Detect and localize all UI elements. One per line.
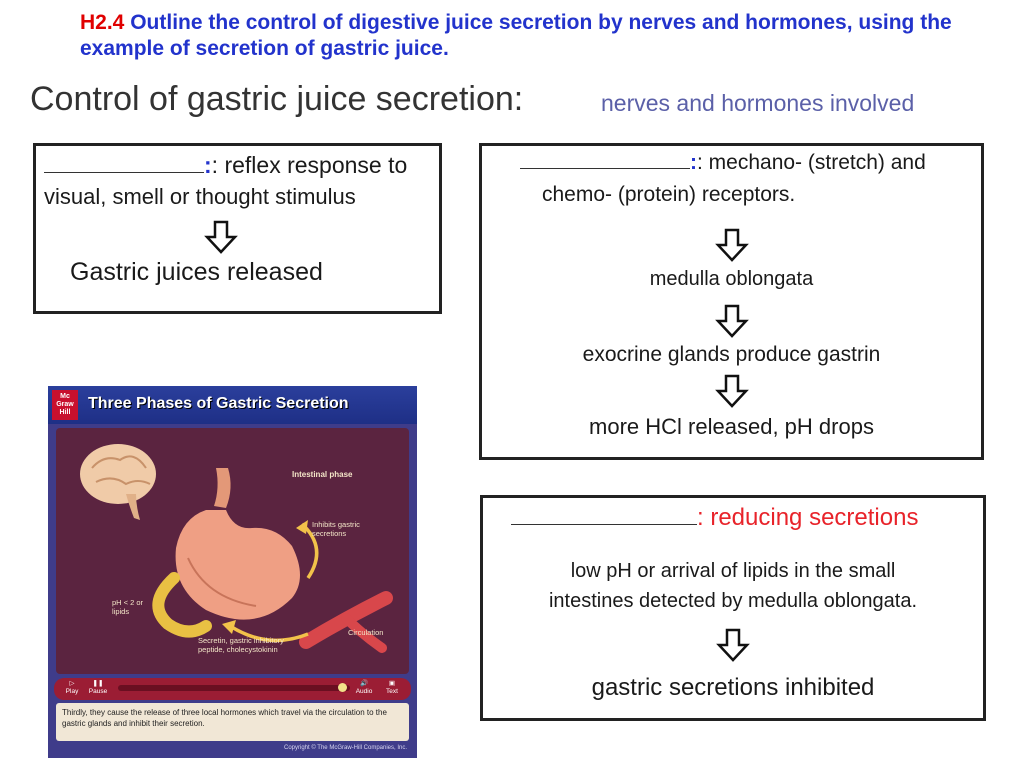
down-arrow-icon: [714, 228, 749, 262]
label-inhibits: Inhibits gastric secretions: [312, 520, 360, 538]
fill-in-blank: [511, 506, 697, 525]
box2-line1-text: : mechano- (stretch) and: [697, 151, 926, 174]
down-arrow-icon: [714, 374, 749, 408]
animation-title: Three Phases of Gastric Secretion: [88, 395, 349, 412]
phase-label: Intestinal phase: [292, 470, 353, 479]
gastric-secretion-animation: Mc Graw Hill Three Phases of Gastric Sec…: [48, 386, 417, 758]
objective-text: Outline the control of digestive juice s…: [80, 11, 952, 60]
box2-step3: more HCl released, pH drops: [589, 414, 874, 439]
down-arrow-icon: [204, 220, 238, 254]
progress-track[interactable]: [118, 685, 350, 691]
box2-line2: chemo- (protein) receptors.: [542, 183, 796, 206]
slide-title: Control of gastric juice secretion:: [30, 80, 524, 118]
box2-step2: exocrine glands produce gastrin: [582, 343, 881, 366]
box1-line1: :: reflex response to: [44, 152, 407, 179]
box3-line1: : reducing secretions: [511, 504, 918, 532]
objective-header: H2.4 Outline the control of digestive ju…: [80, 10, 980, 62]
copyright-notice: Copyright © The McGraw-Hill Companies, I…: [283, 745, 407, 751]
fill-in-blank: [44, 154, 204, 173]
brain-icon: [80, 444, 156, 520]
gastric-phase-box: :: mechano- (stretch) and chemo- (protei…: [479, 143, 984, 460]
box2-line1: :: mechano- (stretch) and: [520, 150, 926, 175]
animation-controls: ▷Play ❚❚Pause 🔊Audio ▣Text: [54, 678, 411, 700]
text-button[interactable]: ▣Text: [386, 680, 398, 695]
label-circulation: Circulation: [348, 628, 384, 637]
label-hormones: Secretin, gastric inhibitory peptide, ch…: [198, 636, 284, 654]
down-arrow-icon: [714, 304, 749, 338]
duodenum-icon: [152, 572, 212, 638]
label-ph: pH < 2 or lipids: [112, 598, 144, 616]
animation-scene: Intestinal phase Inhibits gastric secret…: [56, 428, 409, 674]
stomach-icon: [175, 468, 300, 620]
box2-step1: medulla oblongata: [649, 268, 814, 290]
box3-line3: intestines detected by medulla oblongata…: [548, 590, 918, 612]
play-button[interactable]: ▷Play: [65, 680, 79, 695]
box1-line2: visual, smell or thought stimulus: [44, 184, 356, 209]
cephalic-phase-box: :: reflex response to visual, smell or t…: [33, 143, 442, 314]
intestinal-phase-box: : reducing secretions low pH or arrival …: [480, 495, 986, 721]
box3-result: gastric secretions inhibited: [591, 674, 875, 701]
blood-vessel-icon: [299, 591, 393, 653]
box3-line2: low pH or arrival of lipids in the small: [570, 560, 896, 582]
animation-title-bar: Mc Graw Hill Three Phases of Gastric Sec…: [48, 386, 417, 424]
box1-result: Gastric juices released: [70, 258, 323, 286]
animation-caption: Thirdly, they cause the release of three…: [56, 703, 409, 741]
publisher-logo: Mc Graw Hill: [52, 390, 78, 420]
audio-button[interactable]: 🔊Audio: [355, 680, 373, 695]
slide-subtitle: nerves and hormones involved: [601, 90, 915, 116]
box1-line1-text: : reflex response to: [211, 152, 408, 178]
progress-knob[interactable]: [338, 683, 347, 692]
down-arrow-icon: [716, 628, 750, 662]
pause-button[interactable]: ❚❚Pause: [88, 680, 108, 695]
digestive-illustration: [80, 444, 393, 653]
objective-code: H2.4: [80, 11, 125, 34]
box3-line1-text: : reducing secretions: [697, 504, 919, 531]
fill-in-blank: [520, 150, 690, 169]
